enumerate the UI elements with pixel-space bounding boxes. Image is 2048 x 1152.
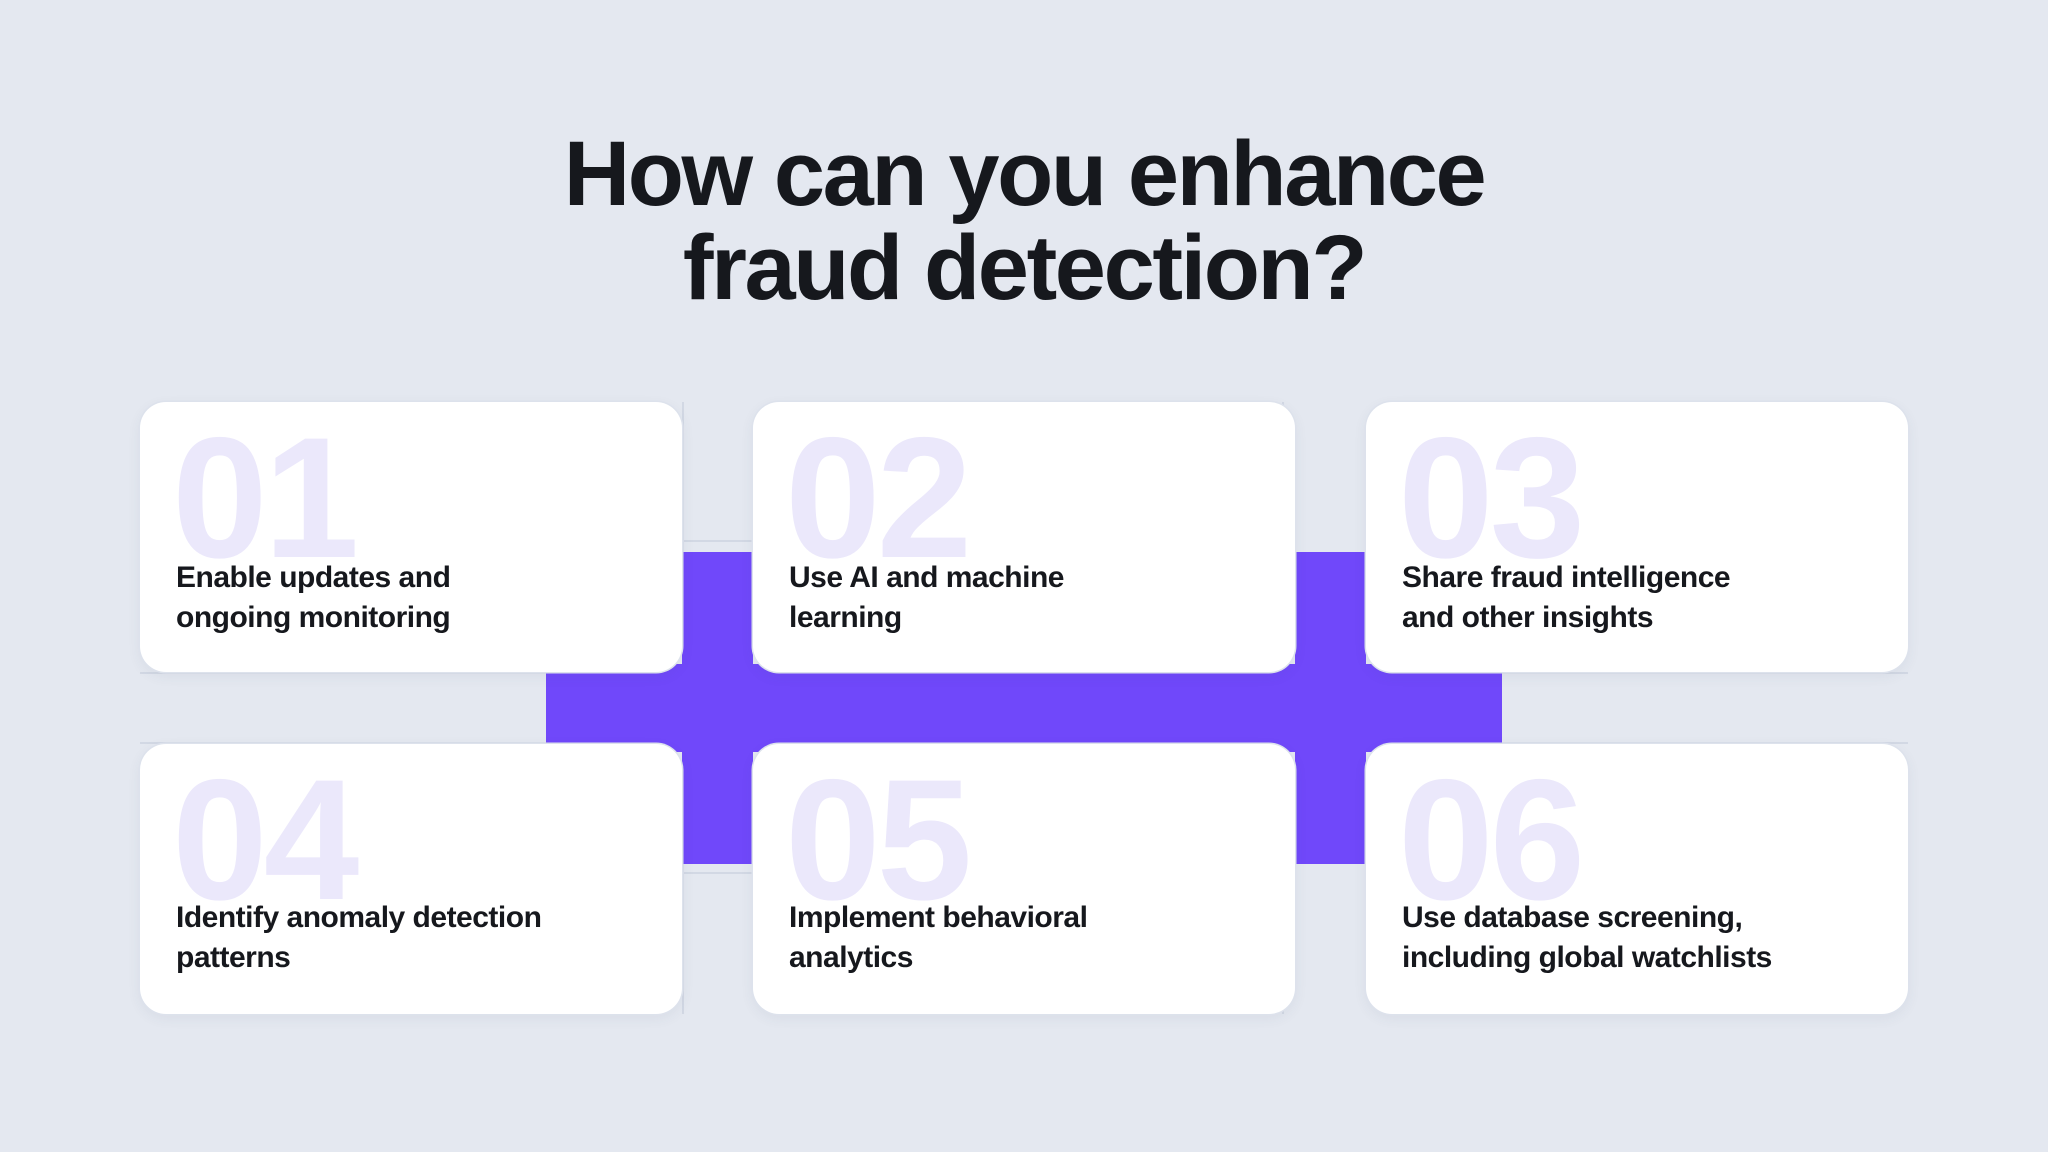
- card-number-05: 05: [785, 744, 972, 936]
- card-text-04: Identify anomaly detection patterns: [176, 900, 542, 974]
- card-text-05: Implement behavioral analytics: [789, 900, 1088, 974]
- cards-container: 01 Enable updates and ongoing monitoring…: [140, 402, 1908, 1014]
- card-01[interactable]: 01 Enable updates and ongoing monitoring: [140, 402, 682, 672]
- card-number-03: 03: [1398, 402, 1585, 594]
- card-04[interactable]: 04 Identify anomaly detection patterns: [140, 744, 682, 1014]
- card-06[interactable]: 06 Use database screening, including glo…: [1366, 744, 1908, 1014]
- card-text-06: Use database screening, including global…: [1402, 900, 1772, 974]
- card-number-06: 06: [1398, 744, 1585, 936]
- card-03[interactable]: 03 Share fraud intelligence and other in…: [1366, 402, 1908, 672]
- card-text-03: Share fraud intelligence and other insig…: [1402, 560, 1731, 634]
- cards-grid-region: 01 Enable updates and ongoing monitoring…: [140, 402, 1908, 1014]
- page-title-container: How can you enhance fraud detection?: [0, 123, 2048, 319]
- card-number-01: 01: [172, 402, 359, 594]
- card-02[interactable]: 02 Use AI and machine learning: [753, 402, 1295, 672]
- card-text-01: Enable updates and ongoing monitoring: [176, 560, 451, 634]
- card-text-02: Use AI and machine learning: [789, 560, 1064, 634]
- card-05[interactable]: 05 Implement behavioral analytics: [753, 744, 1295, 1014]
- card-number-02: 02: [785, 402, 972, 594]
- page-title: How can you enhance fraud detection?: [563, 123, 1487, 319]
- card-number-04: 04: [172, 744, 359, 936]
